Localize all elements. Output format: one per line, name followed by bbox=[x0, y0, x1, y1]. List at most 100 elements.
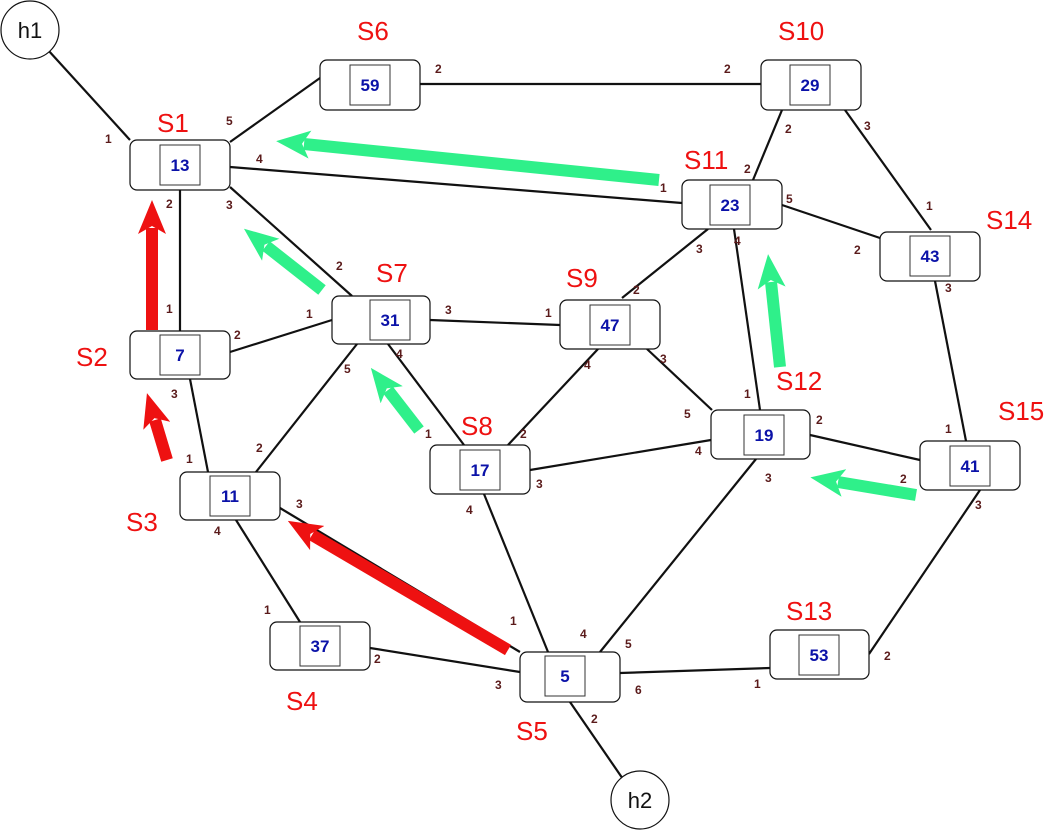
link-s7-s8 bbox=[387, 343, 465, 446]
switch-s2: 7 bbox=[129, 330, 231, 380]
link-s11-s12 bbox=[732, 228, 762, 411]
port-label: 2 bbox=[591, 712, 598, 726]
port-label: 3 bbox=[864, 119, 871, 133]
switch-label-s9: S9 bbox=[566, 263, 598, 293]
switch-id-box bbox=[544, 655, 586, 697]
port-label: 1 bbox=[425, 427, 432, 441]
port-label: 2 bbox=[374, 652, 381, 666]
port-label: 1 bbox=[660, 181, 667, 195]
port-label: 3 bbox=[660, 352, 667, 366]
switch-id: 29 bbox=[801, 76, 820, 95]
switch-id-box bbox=[459, 449, 501, 491]
port-label: 4 bbox=[734, 234, 741, 248]
port-label: 4 bbox=[396, 347, 403, 361]
port-label: 2 bbox=[234, 328, 241, 342]
switch-s6: 59 bbox=[319, 59, 421, 111]
switch-id: 47 bbox=[601, 316, 620, 335]
link-s10-s11 bbox=[751, 109, 784, 181]
port-label: 1 bbox=[744, 387, 751, 401]
switch-id-box bbox=[299, 625, 341, 667]
link-s9-s12 bbox=[646, 348, 713, 411]
port-label: 1 bbox=[186, 452, 193, 466]
switch-label-s14: S14 bbox=[986, 205, 1032, 235]
switch-id-box bbox=[709, 184, 751, 226]
port-label: 5 bbox=[226, 114, 233, 128]
link-s9-s8 bbox=[507, 348, 599, 446]
host-h2: h2 bbox=[610, 770, 670, 830]
switch-id-box bbox=[369, 299, 411, 341]
link-s15-s13 bbox=[868, 489, 981, 655]
port-label: 2 bbox=[166, 197, 173, 211]
switch-id-box bbox=[159, 334, 201, 376]
switches: 13 7 11 37 5 59 31 bbox=[129, 59, 1021, 703]
port-label: 3 bbox=[495, 678, 502, 692]
green-arrow-s8-to-s7 bbox=[370, 367, 424, 434]
switch-s9: 47 bbox=[559, 299, 661, 350]
host-label: h2 bbox=[628, 788, 652, 813]
port-label: 3 bbox=[765, 471, 772, 485]
link-s8-s5 bbox=[482, 493, 550, 653]
port-label: 2 bbox=[435, 62, 442, 76]
port-label: 4 bbox=[466, 503, 473, 517]
switch-s5: 5 bbox=[519, 651, 621, 703]
port-label: 2 bbox=[816, 413, 823, 427]
host-h1: h1 bbox=[0, 0, 60, 60]
switch-label-s8: S8 bbox=[461, 411, 493, 441]
link-s8-s12 bbox=[529, 438, 712, 472]
switch-label-s12: S12 bbox=[776, 366, 822, 396]
switch-s13: 53 bbox=[769, 629, 870, 680]
switch-id-box bbox=[159, 144, 201, 186]
port-label: 1 bbox=[166, 302, 173, 316]
switch-s11: 23 bbox=[681, 179, 783, 230]
switch-id: 59 bbox=[361, 76, 380, 95]
port-label: 5 bbox=[684, 407, 691, 421]
port-label: 1 bbox=[264, 603, 271, 617]
port-labels: 1 5 2 4 1 2 1 3 2 2 2 2 3 1 5 2 3 2 4 1 … bbox=[105, 62, 982, 726]
port-label: 1 bbox=[545, 306, 552, 320]
port-label: 4 bbox=[695, 444, 702, 458]
switch-label-s15: S15 bbox=[998, 396, 1044, 426]
switch-id: 31 bbox=[381, 311, 400, 330]
port-label: 4 bbox=[584, 358, 591, 372]
port-label: 3 bbox=[536, 477, 543, 491]
switch-labels: S1 S2 S3 S4 S5 S6 S7 S8 S9 S10 S11 S12 S… bbox=[76, 16, 1044, 746]
switch-s15: 41 bbox=[919, 440, 1021, 491]
switch-s14: 43 bbox=[879, 231, 981, 282]
port-label: 6 bbox=[635, 683, 642, 697]
link-s10-s14 bbox=[844, 109, 932, 231]
link-s4-s5 bbox=[369, 646, 521, 674]
port-label: 5 bbox=[786, 192, 793, 206]
switch-id: 41 bbox=[961, 457, 980, 476]
port-label: 2 bbox=[884, 649, 891, 663]
link-s12-s5 bbox=[599, 458, 757, 653]
port-label: 3 bbox=[945, 281, 952, 295]
link-s5-s13 bbox=[619, 666, 771, 675]
link-s7-s9 bbox=[429, 318, 561, 327]
port-label: 2 bbox=[633, 283, 640, 297]
link-s1-s6 bbox=[229, 77, 321, 143]
switch-id-box bbox=[349, 64, 391, 106]
port-label: 1 bbox=[105, 132, 112, 146]
switch-label-s6: S6 bbox=[357, 16, 389, 46]
green-arrow-s11-to-s1 bbox=[276, 130, 660, 186]
port-label: 3 bbox=[171, 387, 178, 401]
switch-id: 5 bbox=[560, 667, 569, 686]
switch-id: 17 bbox=[471, 461, 490, 480]
switch-s4: 37 bbox=[269, 621, 371, 671]
link-h1-s1 bbox=[47, 49, 131, 141]
switch-s8: 17 bbox=[429, 444, 531, 495]
switch-label-s10: S10 bbox=[778, 16, 824, 46]
port-label: 4 bbox=[580, 627, 587, 641]
switch-id: 23 bbox=[721, 196, 740, 215]
red-arrow-s3-to-s2 bbox=[143, 393, 173, 462]
hosts: h1 h2 bbox=[0, 0, 670, 830]
port-label: 2 bbox=[724, 62, 731, 76]
switch-label-s11: S11 bbox=[684, 145, 728, 175]
green-arrow-s7-to-s1 bbox=[243, 228, 326, 295]
link-s11-s14 bbox=[781, 203, 881, 240]
port-label: 5 bbox=[625, 637, 632, 651]
port-label: 1 bbox=[945, 422, 952, 436]
host-circle bbox=[610, 770, 670, 830]
switch-id-box bbox=[909, 235, 951, 277]
link-s12-s15 bbox=[809, 433, 921, 462]
